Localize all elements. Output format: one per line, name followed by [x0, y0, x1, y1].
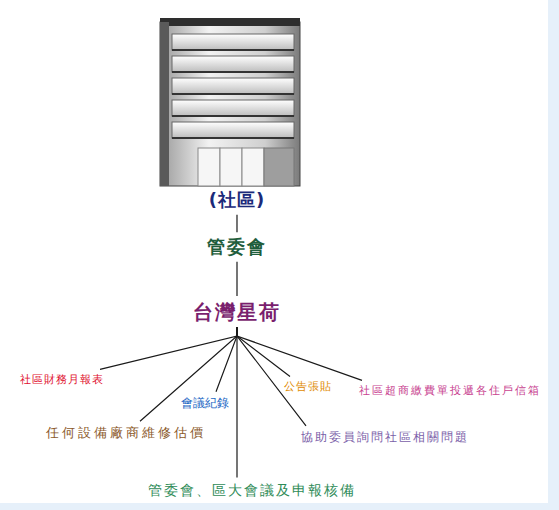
connector-line — [236, 215, 237, 232]
text-node: 管委會 — [204, 234, 270, 260]
text-node: 社區超商繳費單投遞各住戶信箱 — [356, 382, 544, 399]
building-doors — [198, 148, 294, 186]
building-side — [160, 22, 169, 186]
node-label: 管委會、區大會議及申報核備 — [148, 482, 356, 499]
node-label: 社區超商繳費單投遞各住戶信箱 — [359, 384, 541, 397]
text-node: 會議紀錄 — [178, 394, 232, 412]
node-label: 會議紀錄 — [181, 396, 229, 410]
text-node: 協助委員詢問社區相關問題 — [298, 428, 472, 446]
text-node: 台灣星荷 — [190, 298, 284, 326]
connector-line — [237, 327, 362, 380]
connector-line — [100, 327, 237, 369]
node-label: 社區財務月報表 — [20, 373, 104, 386]
connector-line — [236, 327, 237, 478]
text-node: 社區財務月報表 — [17, 371, 107, 388]
connector-line — [216, 327, 237, 392]
building-roof — [160, 18, 300, 26]
node-label: 公告張貼 — [284, 380, 332, 393]
node-label: (社區) — [209, 189, 265, 211]
connector-line — [236, 262, 237, 296]
text-node: 公告張貼 — [281, 378, 335, 395]
node-label: 協助委員詢問社區相關問題 — [301, 430, 469, 444]
node-label: 任何設備廠商維修估價 — [46, 425, 206, 441]
text-node: 管委會、區大會議及申報核備 — [145, 480, 359, 501]
node-label: 台灣星荷 — [193, 300, 281, 324]
node-label: 管委會 — [207, 236, 267, 258]
building-body — [160, 22, 300, 186]
text-node: (社區) — [206, 187, 268, 213]
connector-line — [237, 327, 306, 426]
building-floors — [172, 34, 294, 138]
text-node: 任何設備廠商維修估價 — [43, 423, 209, 443]
connector-line — [140, 327, 237, 421]
